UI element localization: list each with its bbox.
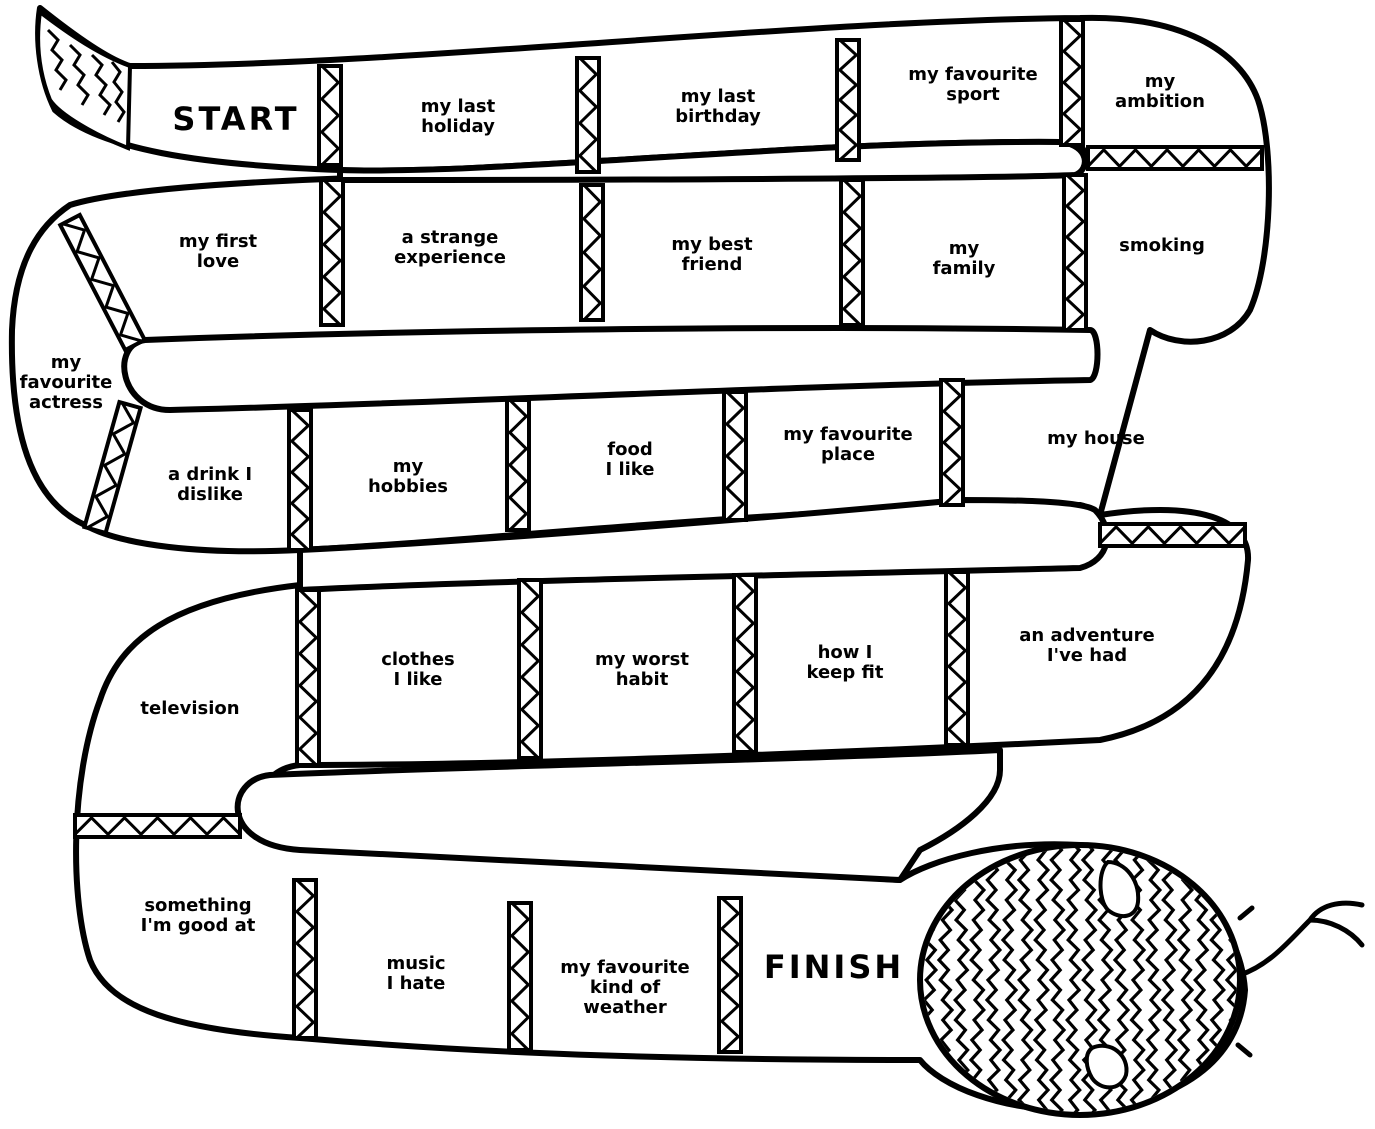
- square-divider: [297, 590, 319, 765]
- square-label-line: my: [51, 352, 82, 373]
- square-label-line: my favourite: [560, 957, 690, 978]
- square-label-line: something: [144, 895, 251, 916]
- finish-label: FINISH: [764, 948, 904, 986]
- square-label: my lastholiday: [421, 96, 496, 137]
- square-label-line: my: [1145, 71, 1176, 92]
- square-label-line: I've had: [1047, 645, 1127, 666]
- square-label-line: hobbies: [368, 476, 448, 497]
- square-divider: [1061, 20, 1083, 145]
- square-divider: [1088, 147, 1262, 169]
- square-label: smoking: [1119, 235, 1205, 256]
- square-divider: [841, 180, 863, 325]
- square-label-line: sport: [946, 84, 1000, 105]
- snake-eye-icon: [1087, 1046, 1127, 1088]
- square-label-line: my favourite: [783, 424, 913, 445]
- square-divider: [509, 903, 531, 1050]
- square-divider: [724, 392, 746, 520]
- square-label-line: weather: [583, 997, 667, 1018]
- square-label-line: friend: [682, 254, 743, 275]
- square-label-line: my: [393, 456, 424, 477]
- square-label-line: my last: [421, 96, 496, 117]
- snake-tongue-icon: [1240, 903, 1362, 975]
- square-label-line: clothes: [381, 649, 455, 670]
- square-label-line: my last: [681, 86, 756, 107]
- square-divider: [321, 180, 343, 325]
- square-label-line: my favourite: [908, 64, 1038, 85]
- square-divider: [294, 880, 316, 1038]
- square-divider: [319, 66, 341, 165]
- square-label-line: keep fit: [806, 662, 883, 683]
- square-label: my house: [1047, 428, 1145, 449]
- square-divider: [941, 380, 963, 505]
- square-label-line: actress: [29, 392, 103, 413]
- square-divider: [719, 898, 741, 1052]
- square-label-line: place: [821, 444, 875, 465]
- square-label-line: I'm good at: [141, 915, 256, 936]
- square-label-line: how I: [818, 642, 873, 663]
- square-label-line: music: [386, 953, 445, 974]
- square-divider: [837, 40, 859, 160]
- square-divider: [734, 575, 756, 752]
- square-label-line: favourite: [20, 372, 113, 393]
- square-label-line: family: [933, 258, 996, 279]
- square-label-line: my first: [179, 231, 258, 252]
- snake-head-icon: [920, 840, 1362, 1120]
- square-label-line: smoking: [1119, 235, 1205, 256]
- square-label-line: I like: [606, 459, 655, 480]
- square-label-line: experience: [394, 247, 506, 268]
- square-divider: [1064, 175, 1086, 330]
- square-divider: [946, 572, 968, 745]
- square-label-line: a drink I: [168, 464, 252, 485]
- square-label: television: [140, 698, 239, 719]
- square-label-line: love: [197, 251, 239, 272]
- square-label-line: my worst: [595, 649, 689, 670]
- square-label-line: dislike: [177, 484, 243, 505]
- snake-tail-icon: [38, 12, 130, 148]
- square-divider: [507, 400, 529, 530]
- square-divider: [577, 58, 599, 172]
- square-label-line: kind of: [590, 977, 660, 998]
- square-label-line: birthday: [675, 106, 761, 127]
- square-label-line: an adventure: [1019, 625, 1155, 646]
- square-label-line: my best: [671, 234, 753, 255]
- square-label-line: ambition: [1115, 91, 1205, 112]
- square-label-line: my house: [1047, 428, 1145, 449]
- square-label-line: holiday: [421, 116, 495, 137]
- square-divider: [519, 580, 541, 758]
- square-label-line: I like: [394, 669, 443, 690]
- square-divider: [289, 410, 311, 550]
- square-label-line: I hate: [387, 973, 446, 994]
- square-divider: [581, 185, 603, 320]
- square-label-line: food: [607, 439, 652, 460]
- square-divider: [1100, 524, 1245, 546]
- square-label-line: my: [949, 238, 980, 259]
- square-label-line: a strange: [402, 227, 499, 248]
- start-label: START: [172, 100, 299, 138]
- square-label-line: television: [140, 698, 239, 719]
- square-divider: [75, 815, 240, 837]
- square-label-line: habit: [616, 669, 669, 690]
